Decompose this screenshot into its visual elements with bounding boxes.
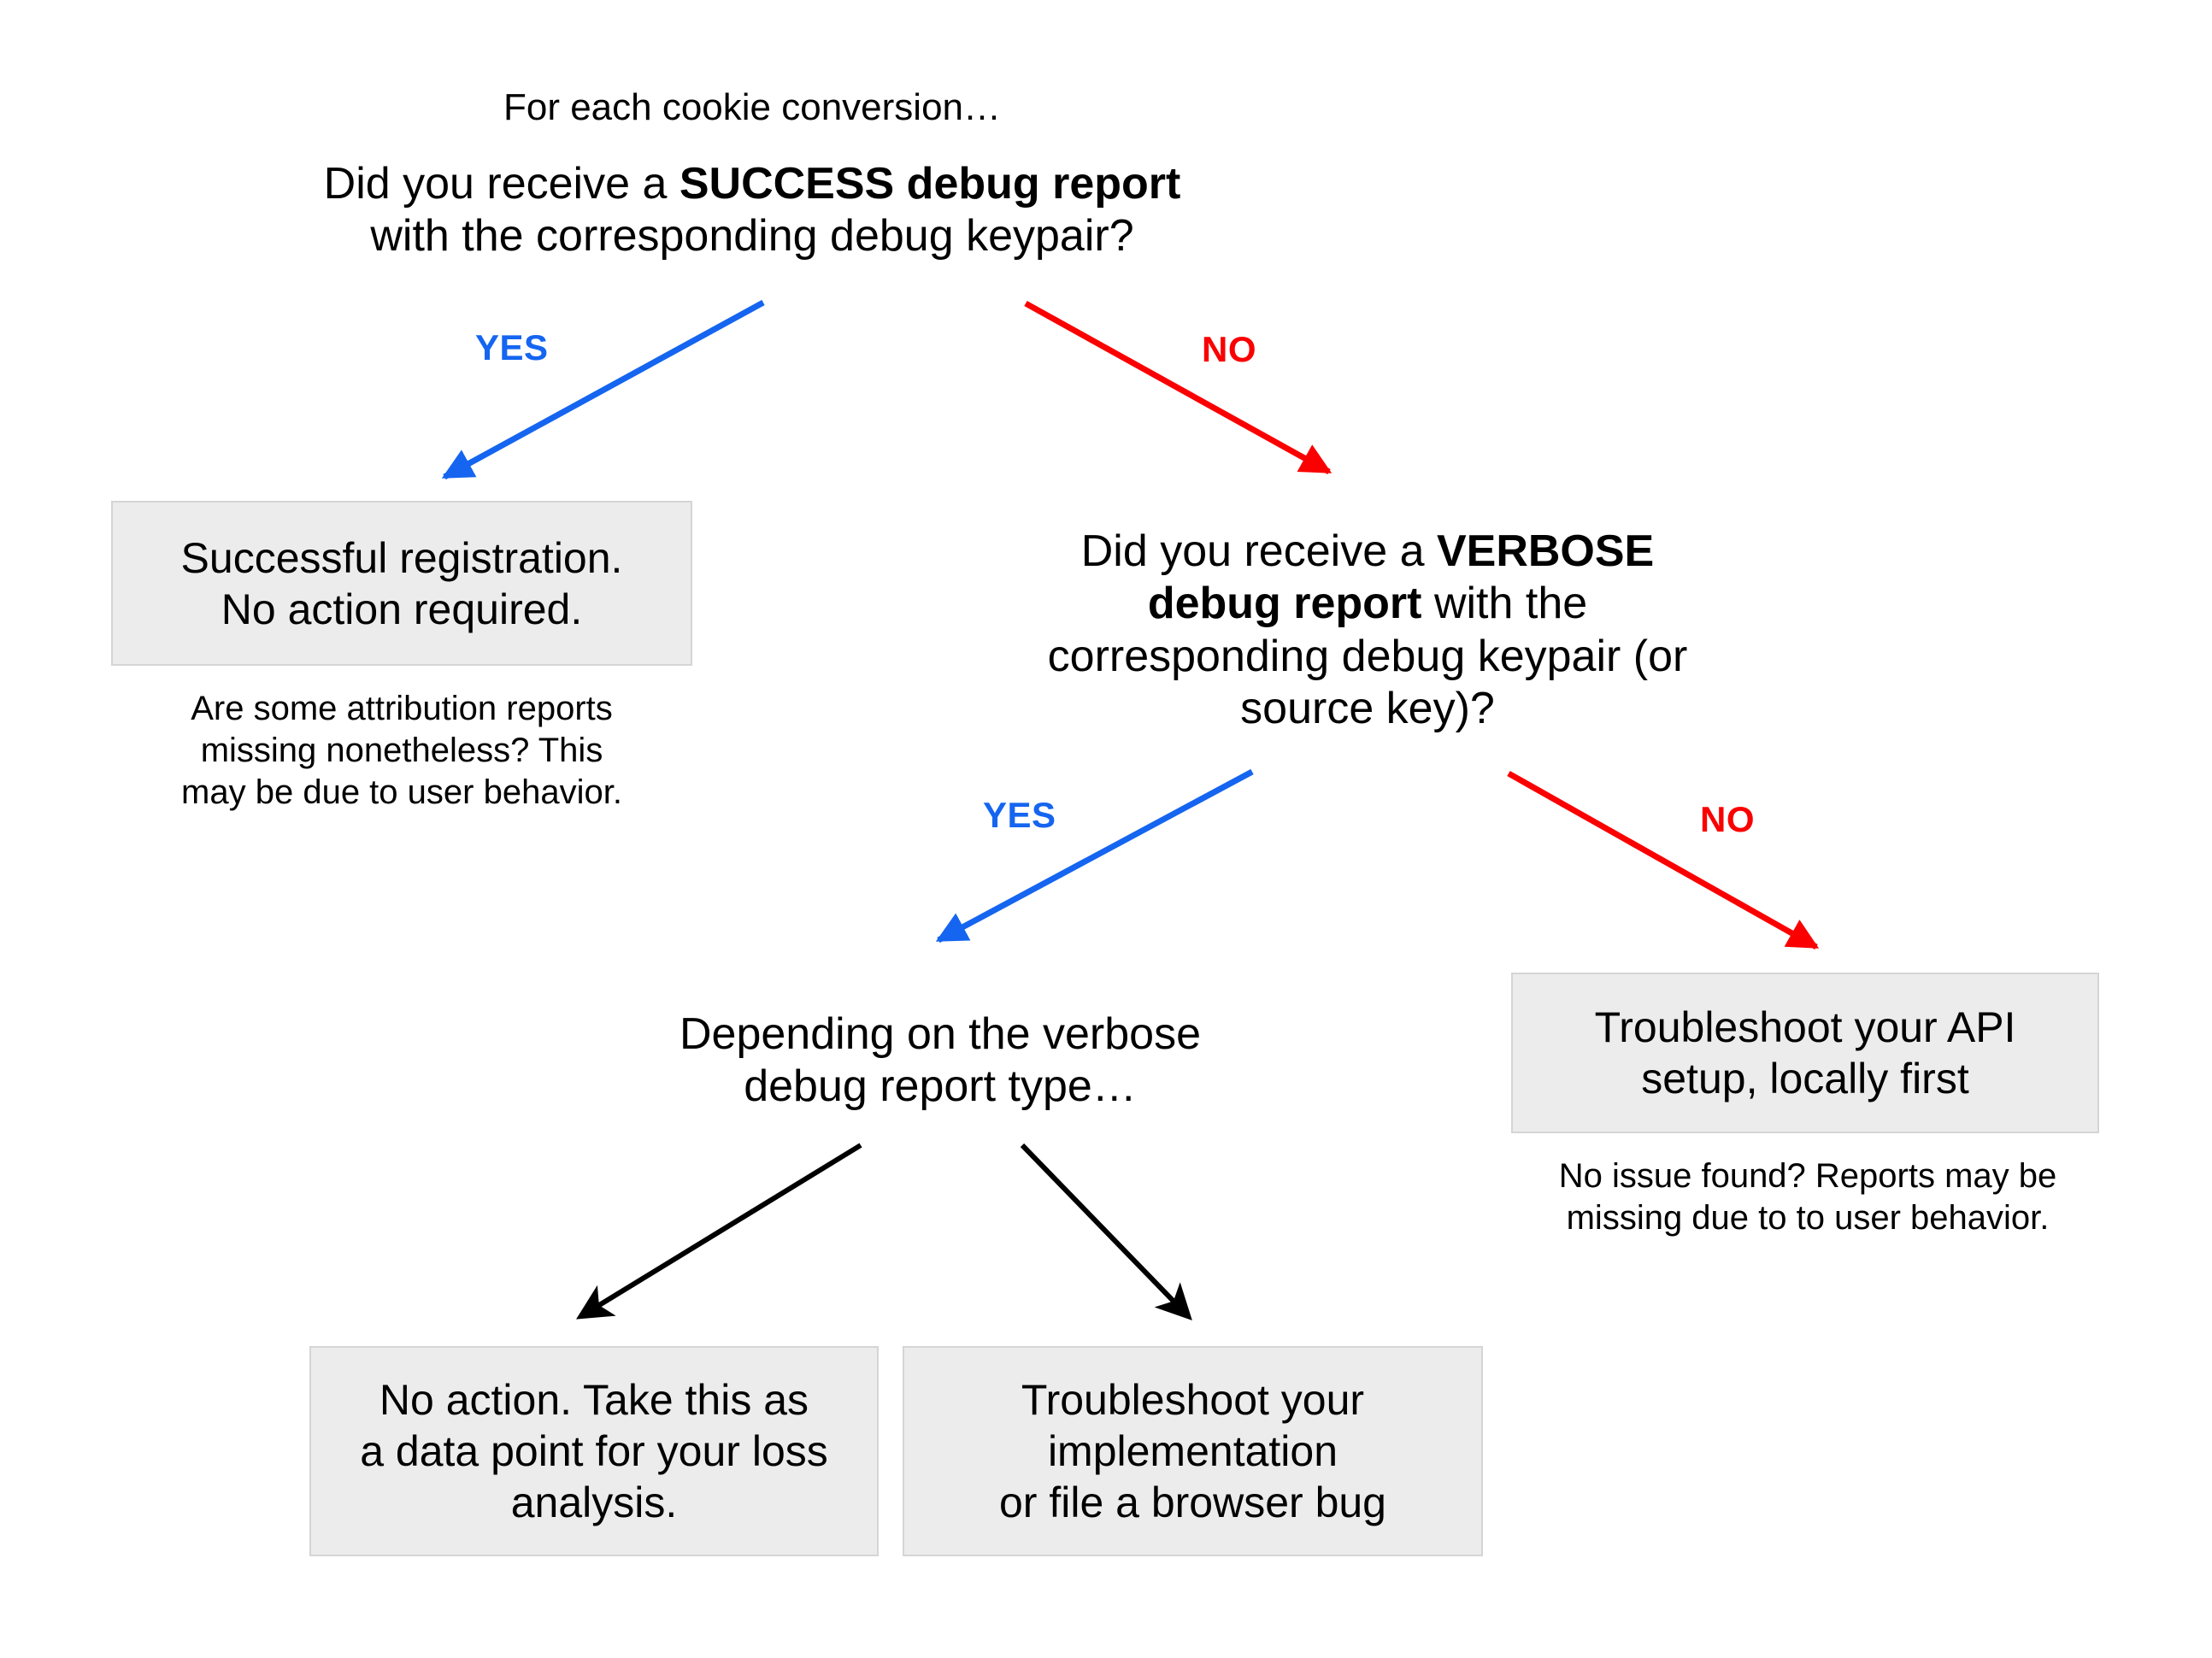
arrow-no-2 bbox=[1507, 770, 1820, 950]
question-success-report: Did you receive a SUCCESS debug report w… bbox=[282, 158, 1222, 263]
q2-bold-verbose: VERBOSE debug report bbox=[1147, 526, 1655, 629]
q2-text-part3: the corresponding debug bbox=[1047, 579, 1588, 681]
page-title: For each cookie conversion… bbox=[503, 86, 1002, 128]
q2-text-part1: Did you receive a bbox=[1080, 526, 1425, 576]
caption-api-note: No issue found? Reports may be missing d… bbox=[1558, 1157, 2057, 1237]
question-verbose-report: Did you receive a VERBOSE debug report w… bbox=[1009, 526, 1727, 735]
box-troubleshoot-implementation[interactable]: Troubleshoot your implementation or file… bbox=[903, 1346, 1483, 1556]
q2-text-part4: keypair (or source key)? bbox=[1240, 631, 1688, 734]
caption-success-note: Are some attribution reports missing non… bbox=[181, 690, 622, 811]
q1-text-part3: corresponding debug keypair? bbox=[536, 211, 1134, 262]
arrow-no-1 bbox=[1024, 300, 1332, 475]
edge-label-yes-1: YES bbox=[475, 327, 549, 367]
edge-label-no-2: NO bbox=[1700, 799, 1755, 839]
question-verbose-type: Depending on the verbose debug report ty… bbox=[679, 1009, 1201, 1112]
q1-text-part1: Did you receive a bbox=[323, 159, 679, 209]
arrow-right-black bbox=[1020, 1143, 1192, 1321]
arrow-left-black bbox=[576, 1143, 862, 1320]
box-troubleshoot-api-setup[interactable]: Troubleshoot your API setup, locally fir… bbox=[1511, 973, 2099, 1133]
q1-text-part2: with the bbox=[370, 211, 524, 262]
box-successful-registration[interactable]: Successful registration. No action requi… bbox=[111, 501, 692, 666]
q2-text-part2: with bbox=[1421, 579, 1514, 629]
q1-bold-success: SUCCESS debug report bbox=[679, 159, 1181, 209]
box-no-action-loss-analysis[interactable]: No action. Take this as a data point for… bbox=[309, 1346, 879, 1556]
edge-label-yes-2: YES bbox=[983, 795, 1056, 835]
edge-label-no-1: NO bbox=[1202, 329, 1256, 369]
